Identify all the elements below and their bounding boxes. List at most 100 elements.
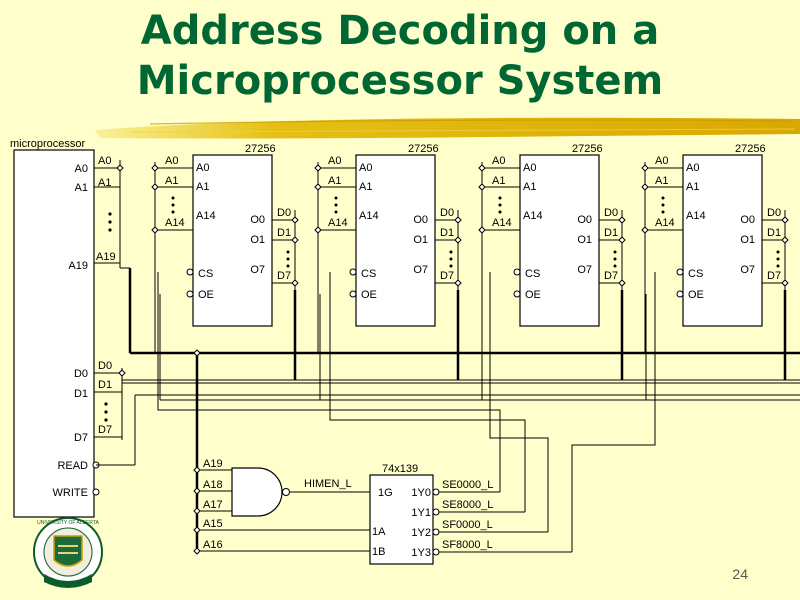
chip-pin-a14: A14 (196, 210, 216, 222)
university-logo: UNIVERSITY OF ALBERTA (33, 517, 103, 588)
chip-pin-a14: A14 (523, 210, 543, 222)
chip-pin-a14: A14 (686, 210, 706, 222)
cpu-pin-a0: A0 (75, 163, 88, 175)
system-buses (96, 267, 800, 548)
chip-pin-a0: A0 (196, 162, 209, 174)
chip-data-d0: D0 (604, 207, 618, 219)
logo-text: UNIVERSITY OF ALBERTA (37, 520, 99, 526)
chip-pin-o1: O1 (740, 234, 755, 246)
chip-bus-a14: A14 (328, 217, 348, 229)
cpu-bus-d7: D7 (98, 424, 112, 436)
decoder-signal-se8000: SE8000_L (442, 499, 493, 511)
decoder-signal-sf8000: SF8000_L (442, 539, 493, 551)
decoder-signal-se0000: SE0000_L (442, 479, 493, 491)
decoder-part: 74x139 (382, 463, 418, 475)
chip-bus-a0: A0 (492, 155, 505, 167)
microprocessor: microprocessor A0 A1 A19 D0 D1 D7 READ W… (10, 138, 126, 518)
decoder-in-1g: 1G (378, 487, 393, 499)
gate-input-a18: A18 (203, 479, 223, 491)
chip-pin-o7: O7 (740, 264, 755, 276)
cpu-pin-d7: D7 (74, 432, 88, 444)
chip-data-d1: D1 (767, 227, 781, 239)
chip-pin-o0: O0 (413, 214, 428, 226)
slide-title: Address Decoding on a Microprocessor Sys… (0, 6, 800, 106)
chip-bus-a1: A1 (165, 175, 178, 187)
chip-bus-a0: A0 (165, 155, 178, 167)
decoder-74x139: 74x139 1G 1A 1B 1Y0 1Y1 1Y2 1Y3 SE0000_L… (369, 463, 572, 565)
chip-pin-a0: A0 (359, 162, 372, 174)
gate-input-a19: A19 (203, 458, 223, 470)
chip-pin-cs: CS (688, 268, 703, 280)
chip-data-d0: D0 (440, 207, 454, 219)
chip-select-wires (157, 272, 800, 552)
chip-body (355, 154, 436, 327)
cpu-pin-d0: D0 (74, 368, 88, 380)
chip-data-d0: D0 (277, 207, 291, 219)
cpu-bus-a1: A1 (98, 177, 111, 189)
gate-output-himen: HIMEN_L (304, 478, 352, 490)
chip-pin-cs: CS (525, 268, 540, 280)
decoder-out-1y3: 1Y3 (411, 547, 431, 559)
chip-pin-oe: OE (361, 289, 377, 301)
chip-bus-a1: A1 (492, 175, 505, 187)
decoder-in-1a: 1A (372, 526, 386, 538)
chip-data-d0: D0 (767, 207, 781, 219)
chip-bus-a1: A1 (328, 175, 341, 187)
chip-bus-a1: A1 (655, 175, 668, 187)
page-number: 24 (732, 566, 748, 582)
chip-bus-a14: A14 (165, 217, 185, 229)
chip-pin-o7: O7 (250, 264, 265, 276)
decoder-out-1y0: 1Y0 (411, 487, 431, 499)
chip-data-d7: D7 (277, 270, 291, 282)
gate-input-a16: A16 (203, 539, 223, 551)
chip-part-label: 27256 (245, 143, 276, 155)
title-line-1: Address Decoding on a (140, 8, 660, 54)
chip-pin-a1: A1 (523, 181, 536, 193)
chip-pin-cs: CS (198, 268, 213, 280)
chip-pin-a1: A1 (686, 181, 699, 193)
chip-pin-cs: CS (361, 268, 376, 280)
nand-gate: A19 A18 A17 A15 A16 HIMEN_L (193, 458, 377, 555)
chip-pin-a0: A0 (686, 162, 699, 174)
chip-body (682, 154, 763, 327)
chip-bus-a0: A0 (655, 155, 668, 167)
chip-body (192, 154, 273, 327)
chip-data-d7: D7 (767, 270, 781, 282)
chip-data-d7: D7 (604, 270, 618, 282)
chip-pin-o1: O1 (413, 234, 428, 246)
decoder-in-1b: 1B (372, 546, 385, 558)
gate-input-a17: A17 (203, 499, 223, 511)
chip-bus-a0: A0 (328, 155, 341, 167)
chip-data-d7: D7 (440, 270, 454, 282)
chip-pin-oe: OE (688, 289, 704, 301)
cpu-pin-a1: A1 (75, 182, 88, 194)
chip-data-d1: D1 (604, 227, 618, 239)
title-line-2: Microprocessor System (136, 58, 664, 104)
cpu-bus-d0: D0 (98, 360, 112, 372)
chip-pin-o0: O0 (577, 214, 592, 226)
chip-pin-a14: A14 (359, 210, 379, 222)
cpu-pin-d1: D1 (74, 388, 88, 400)
chip-pin-a1: A1 (359, 181, 372, 193)
chip-pin-a0: A0 (523, 162, 536, 174)
microprocessor-label: microprocessor (10, 138, 86, 150)
chip-part-label: 27256 (735, 143, 766, 155)
chip-pin-o7: O7 (413, 264, 428, 276)
chip-pin-o7: O7 (577, 264, 592, 276)
chip-bus-a14: A14 (492, 217, 512, 229)
decoder-out-1y1: 1Y1 (411, 507, 431, 519)
chip-data-d1: D1 (277, 227, 291, 239)
chip-pin-o0: O0 (740, 214, 755, 226)
chip-pin-o1: O1 (250, 234, 265, 246)
cpu-pin-read: READ (57, 460, 88, 472)
decoder-signal-sf0000: SF0000_L (442, 519, 493, 531)
title-underline-brush (95, 117, 800, 139)
cpu-pin-a19: A19 (68, 260, 88, 272)
chip-bus-a14: A14 (655, 217, 675, 229)
cpu-bus-d1: D1 (98, 379, 112, 391)
chip-pin-oe: OE (525, 289, 541, 301)
chip-part-label: 27256 (572, 143, 603, 155)
